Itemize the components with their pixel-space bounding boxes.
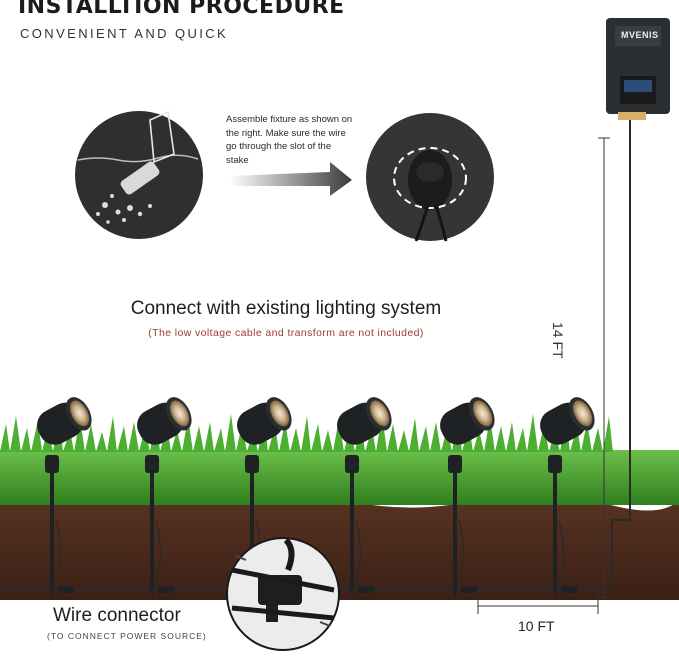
soil-band xyxy=(0,492,679,600)
wire-connector-subtitle: (TO CONNECT POWER SOURCE) xyxy=(47,631,207,641)
page-subtitle: CONVENIENT AND QUICK xyxy=(20,26,229,41)
step-assembly-circle xyxy=(366,113,494,242)
vertical-dimension xyxy=(598,137,610,599)
step-arrow-icon xyxy=(230,162,352,196)
transformer-brand-logo: MVENIS xyxy=(621,30,659,40)
vertical-dimension-label: 14 FT xyxy=(550,322,566,359)
horizontal-dimension-label: 10 FT xyxy=(518,618,555,634)
transformer-device xyxy=(606,18,670,120)
page-title: INSTALLTION PROCEDURE xyxy=(18,0,345,19)
wire-connector-circle xyxy=(226,537,340,651)
wire-connector-title: Wire connector xyxy=(53,605,181,626)
spotlight-fixture xyxy=(337,397,392,598)
spotlight-group xyxy=(37,397,595,598)
main-cable xyxy=(0,120,631,591)
step-ground-circle xyxy=(75,110,203,239)
horizontal-dimension xyxy=(477,598,599,614)
assembly-instruction: Assemble fixture as shown on the right. … xyxy=(226,114,353,166)
system-note: (The low voltage cable and transform are… xyxy=(148,327,424,339)
spotlight-fixture xyxy=(440,397,495,598)
spotlight-fixture xyxy=(137,397,192,598)
system-title: Connect with existing lighting system xyxy=(130,298,442,319)
spotlight-fixture xyxy=(540,397,595,598)
spotlight-fixture xyxy=(37,397,92,598)
